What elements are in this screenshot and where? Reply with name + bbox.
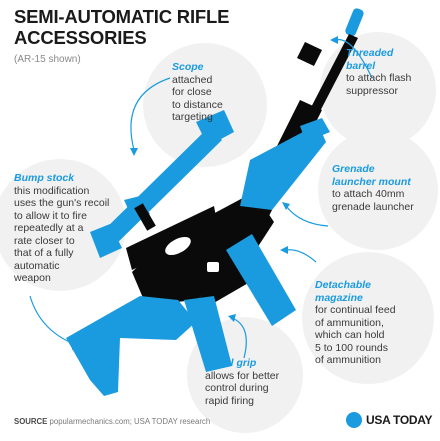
label-grenade-heading: launcher mount xyxy=(332,175,411,188)
callout-barrel xyxy=(335,39,373,79)
label-pistolgrip-line: allows for better xyxy=(205,369,280,382)
scope-shape xyxy=(90,110,234,258)
label-bumpstock-line: weapon xyxy=(14,272,51,284)
label-magazine-line: which can hold xyxy=(315,329,385,341)
grenade-launcher-rail-shape xyxy=(300,118,330,142)
scope-mount-shape xyxy=(134,203,156,231)
label-pistolgrip-line: rapid firing xyxy=(205,394,255,407)
label-magazine-line: 5 to 100 rounds xyxy=(315,341,388,354)
label-scope-line: to distance xyxy=(172,98,223,111)
label-scope-line: attached xyxy=(172,73,213,86)
label-bumpstock-line: that of a fully xyxy=(14,247,74,259)
brand-name: USA TODAY xyxy=(366,413,433,427)
label-magazine-line: of ammunition xyxy=(315,354,381,366)
bg-circle-scope xyxy=(143,43,267,167)
label-bumpstock-line: this modification xyxy=(14,184,90,197)
label-pistolgrip-line: control during xyxy=(205,382,269,394)
arrowhead-barrel xyxy=(330,36,338,44)
label-scope-line: targeting xyxy=(172,111,213,123)
grenade-launcher-shape xyxy=(240,124,326,210)
label-magazine-line: for continual feed xyxy=(315,304,396,316)
page-title: SEMI-AUTOMATIC RIFLE ACCESSORIES xyxy=(14,6,274,48)
threaded-barrel-shape xyxy=(345,8,364,37)
callout-scope xyxy=(130,77,171,151)
magazine-shape xyxy=(226,234,296,326)
label-magazine-heading: magazine xyxy=(315,291,363,304)
label-bump-stock: Bump stock this modification uses the gu… xyxy=(14,172,134,285)
arrowhead-magazine xyxy=(280,246,288,254)
callout-magazine xyxy=(285,249,317,263)
title-line-2: ACCESSORIES xyxy=(14,27,147,48)
label-barrel-heading: Threaded xyxy=(346,47,394,59)
label-pistolgrip-heading: Pistol grip xyxy=(205,357,257,369)
label-threaded-barrel: Threaded barrel to attach flash suppress… xyxy=(346,47,438,97)
label-bumpstock-line: to allow it to fire xyxy=(14,209,87,222)
label-bumpstock-line: repeatedly at a xyxy=(14,222,84,234)
arrowhead-scope xyxy=(130,148,138,156)
bump-stock-shape xyxy=(66,296,196,396)
usa-today-dot-icon xyxy=(346,412,362,428)
pistol-grip-shape xyxy=(184,296,232,372)
title-line-1: SEMI-AUTOMATIC RIFLE xyxy=(14,6,230,27)
brand-logo: USA TODAY xyxy=(346,412,433,428)
label-magazine-heading: Detachable xyxy=(315,279,372,291)
bg-circle-barrel xyxy=(320,32,436,148)
arrowhead-bumpstock xyxy=(72,340,80,350)
label-scope: Scope attached for close to distance tar… xyxy=(172,61,257,124)
bg-circle-bumpstock xyxy=(0,159,126,291)
arrowhead-grenade xyxy=(282,202,290,210)
label-grenade-line: to attach 40mm xyxy=(332,188,405,200)
bg-circle-grenade xyxy=(318,130,438,250)
label-pistol-grip: Pistol grip allows for better control du… xyxy=(205,357,305,407)
label-bumpstock-heading: Bump stock xyxy=(14,172,75,184)
callout-lines xyxy=(29,39,373,359)
source-label: SOURCE xyxy=(14,417,48,426)
callout-arrowheads xyxy=(72,36,338,350)
callout-pistolgrip xyxy=(231,317,247,359)
label-grenade-line: grenade launcher xyxy=(332,200,414,213)
label-bumpstock-line: uses the gun's recoil xyxy=(14,197,110,209)
label-magazine-line: of ammunition, xyxy=(315,316,384,329)
trigger-guard-shape xyxy=(207,262,219,272)
label-barrel-line: suppressor xyxy=(346,84,398,97)
label-barrel-line: to attach flash xyxy=(346,72,412,84)
label-bumpstock-line: automatic xyxy=(14,259,60,272)
label-grenade-heading: Grenade xyxy=(332,163,375,175)
label-grenade-launcher: Grenade launcher mount to attach 40mm gr… xyxy=(332,163,436,213)
label-magazine: Detachable magazine for continual feed o… xyxy=(315,279,435,367)
callout-bumpstock xyxy=(29,295,75,345)
source-text: popularmechanics.com; USA TODAY research xyxy=(49,417,211,426)
label-scope-line: for close xyxy=(172,86,212,98)
bg-circle-magazine xyxy=(302,252,434,384)
label-barrel-heading: barrel xyxy=(346,59,376,72)
subtitle: (AR-15 shown) xyxy=(14,54,81,65)
label-scope-heading: Scope xyxy=(172,61,204,73)
arrowhead-pistolgrip xyxy=(228,314,236,322)
ejection-port-shape xyxy=(165,236,191,256)
callout-grenade xyxy=(285,205,329,227)
label-bumpstock-line: rate closer to xyxy=(14,234,75,247)
source-note: SOURCE popularmechanics.com; USA TODAY r… xyxy=(14,417,210,426)
